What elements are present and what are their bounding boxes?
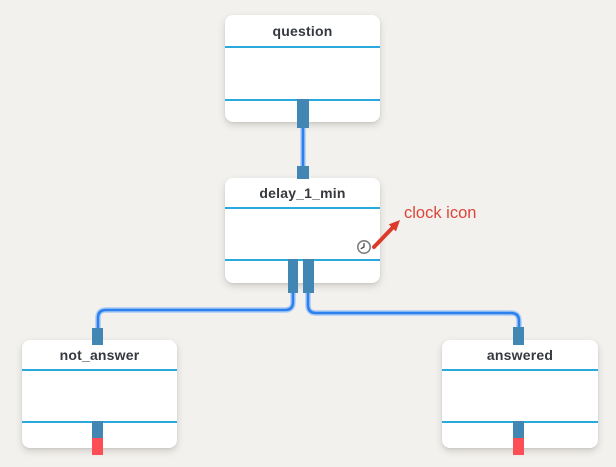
delay-output-port-right[interactable] bbox=[303, 259, 314, 293]
answered-output-port[interactable] bbox=[513, 421, 524, 438]
delay-input-port[interactable] bbox=[297, 166, 309, 179]
node-delay-body bbox=[225, 209, 380, 259]
not-answer-output-port-unconnected[interactable] bbox=[92, 438, 103, 455]
node-question-title: question bbox=[225, 15, 380, 48]
edge-delay-answered-halo bbox=[305, 285, 522, 334]
node-delay-1-min[interactable]: delay_1_min bbox=[225, 178, 380, 283]
node-not-answer-title: not_answer bbox=[22, 340, 177, 371]
node-answered-title: answered bbox=[442, 340, 598, 371]
answered-input-port[interactable] bbox=[513, 327, 524, 345]
node-delay-footer bbox=[225, 259, 380, 283]
node-delay-title: delay_1_min bbox=[225, 178, 380, 209]
annotation-label: clock icon bbox=[404, 204, 477, 222]
node-answered-body bbox=[442, 371, 598, 421]
question-output-port[interactable] bbox=[297, 99, 309, 128]
delay-output-port-left[interactable] bbox=[288, 259, 298, 293]
node-not-answer-body bbox=[22, 371, 177, 421]
node-question-body bbox=[225, 48, 380, 99]
not-answer-output-port[interactable] bbox=[92, 421, 103, 438]
clock-icon bbox=[357, 240, 371, 254]
edge-delay-answered[interactable] bbox=[306, 286, 521, 333]
not-answer-input-port[interactable] bbox=[92, 328, 103, 345]
annotation-arrow-head bbox=[388, 220, 400, 232]
edge-delay-not-answer[interactable] bbox=[96, 286, 295, 333]
answered-output-port-unconnected[interactable] bbox=[513, 438, 524, 455]
